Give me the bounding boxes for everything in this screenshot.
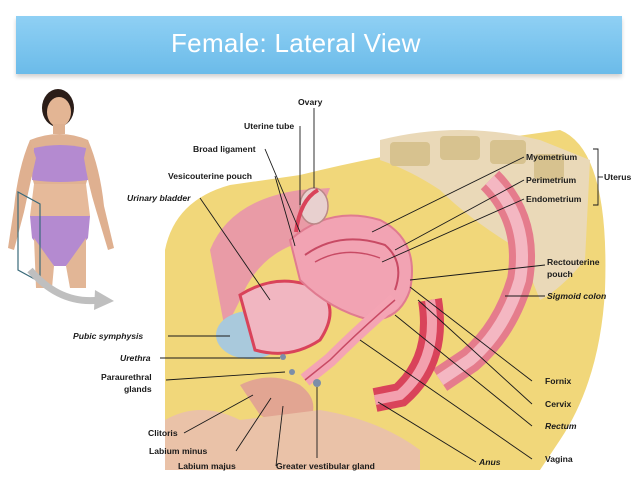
uterine-tube-shape <box>294 188 320 233</box>
skin-shape <box>165 410 420 470</box>
label-uterus: Uterus <box>604 172 631 182</box>
label-rectouterine-pouch-2: pouch <box>547 269 573 279</box>
slide-title: Female: Lateral View <box>171 28 421 58</box>
label-rectouterine-pouch: Rectouterine <box>547 257 600 267</box>
label-greater-vestibular-gland: Greater vestibular gland <box>276 461 375 471</box>
greater-vestibular-gland-shape <box>313 379 321 387</box>
label-cervix: Cervix <box>545 399 571 409</box>
label-labium-minus: Labium minus <box>149 446 207 456</box>
label-broad-ligament: Broad ligament <box>193 144 256 154</box>
label-rectum: Rectum <box>545 421 577 431</box>
label-myometrium: Myometrium <box>526 152 577 162</box>
label-fornix: Fornix <box>545 376 571 386</box>
reference-figure-photo <box>8 89 114 288</box>
label-paraurethral-glands-2: glands <box>124 384 152 394</box>
label-vesicouterine-pouch: Vesicouterine pouch <box>168 171 252 181</box>
leader-lines <box>160 108 603 467</box>
label-vagina: Vagina <box>545 454 573 464</box>
label-labium-majus: Labium majus <box>178 461 236 471</box>
urinary-bladder-shape <box>238 279 332 355</box>
pointer-arrow <box>27 267 101 305</box>
label-uterine-tube: Uterine tube <box>244 121 294 131</box>
uterus-shape <box>288 214 413 322</box>
title-bar: Female: Lateral View <box>16 16 622 74</box>
label-pubic-symphysis: Pubic symphysis <box>73 331 143 341</box>
label-clitoris: Clitoris <box>148 428 178 438</box>
label-ovary: Ovary <box>298 97 323 107</box>
label-anus: Anus <box>478 457 501 467</box>
label-endometrium: Endometrium <box>526 194 582 204</box>
label-urinary-bladder: Urinary bladder <box>127 193 191 203</box>
label-urethra: Urethra <box>120 353 151 363</box>
labia-shape <box>240 377 314 424</box>
label-sigmoid-colon: Sigmoid colon <box>547 291 606 301</box>
vertebrae <box>390 136 564 180</box>
label-perimetrium: Perimetrium <box>526 175 577 185</box>
pointer-arrowhead <box>94 290 114 310</box>
label-paraurethral-glands: Paraurethral <box>101 372 152 382</box>
